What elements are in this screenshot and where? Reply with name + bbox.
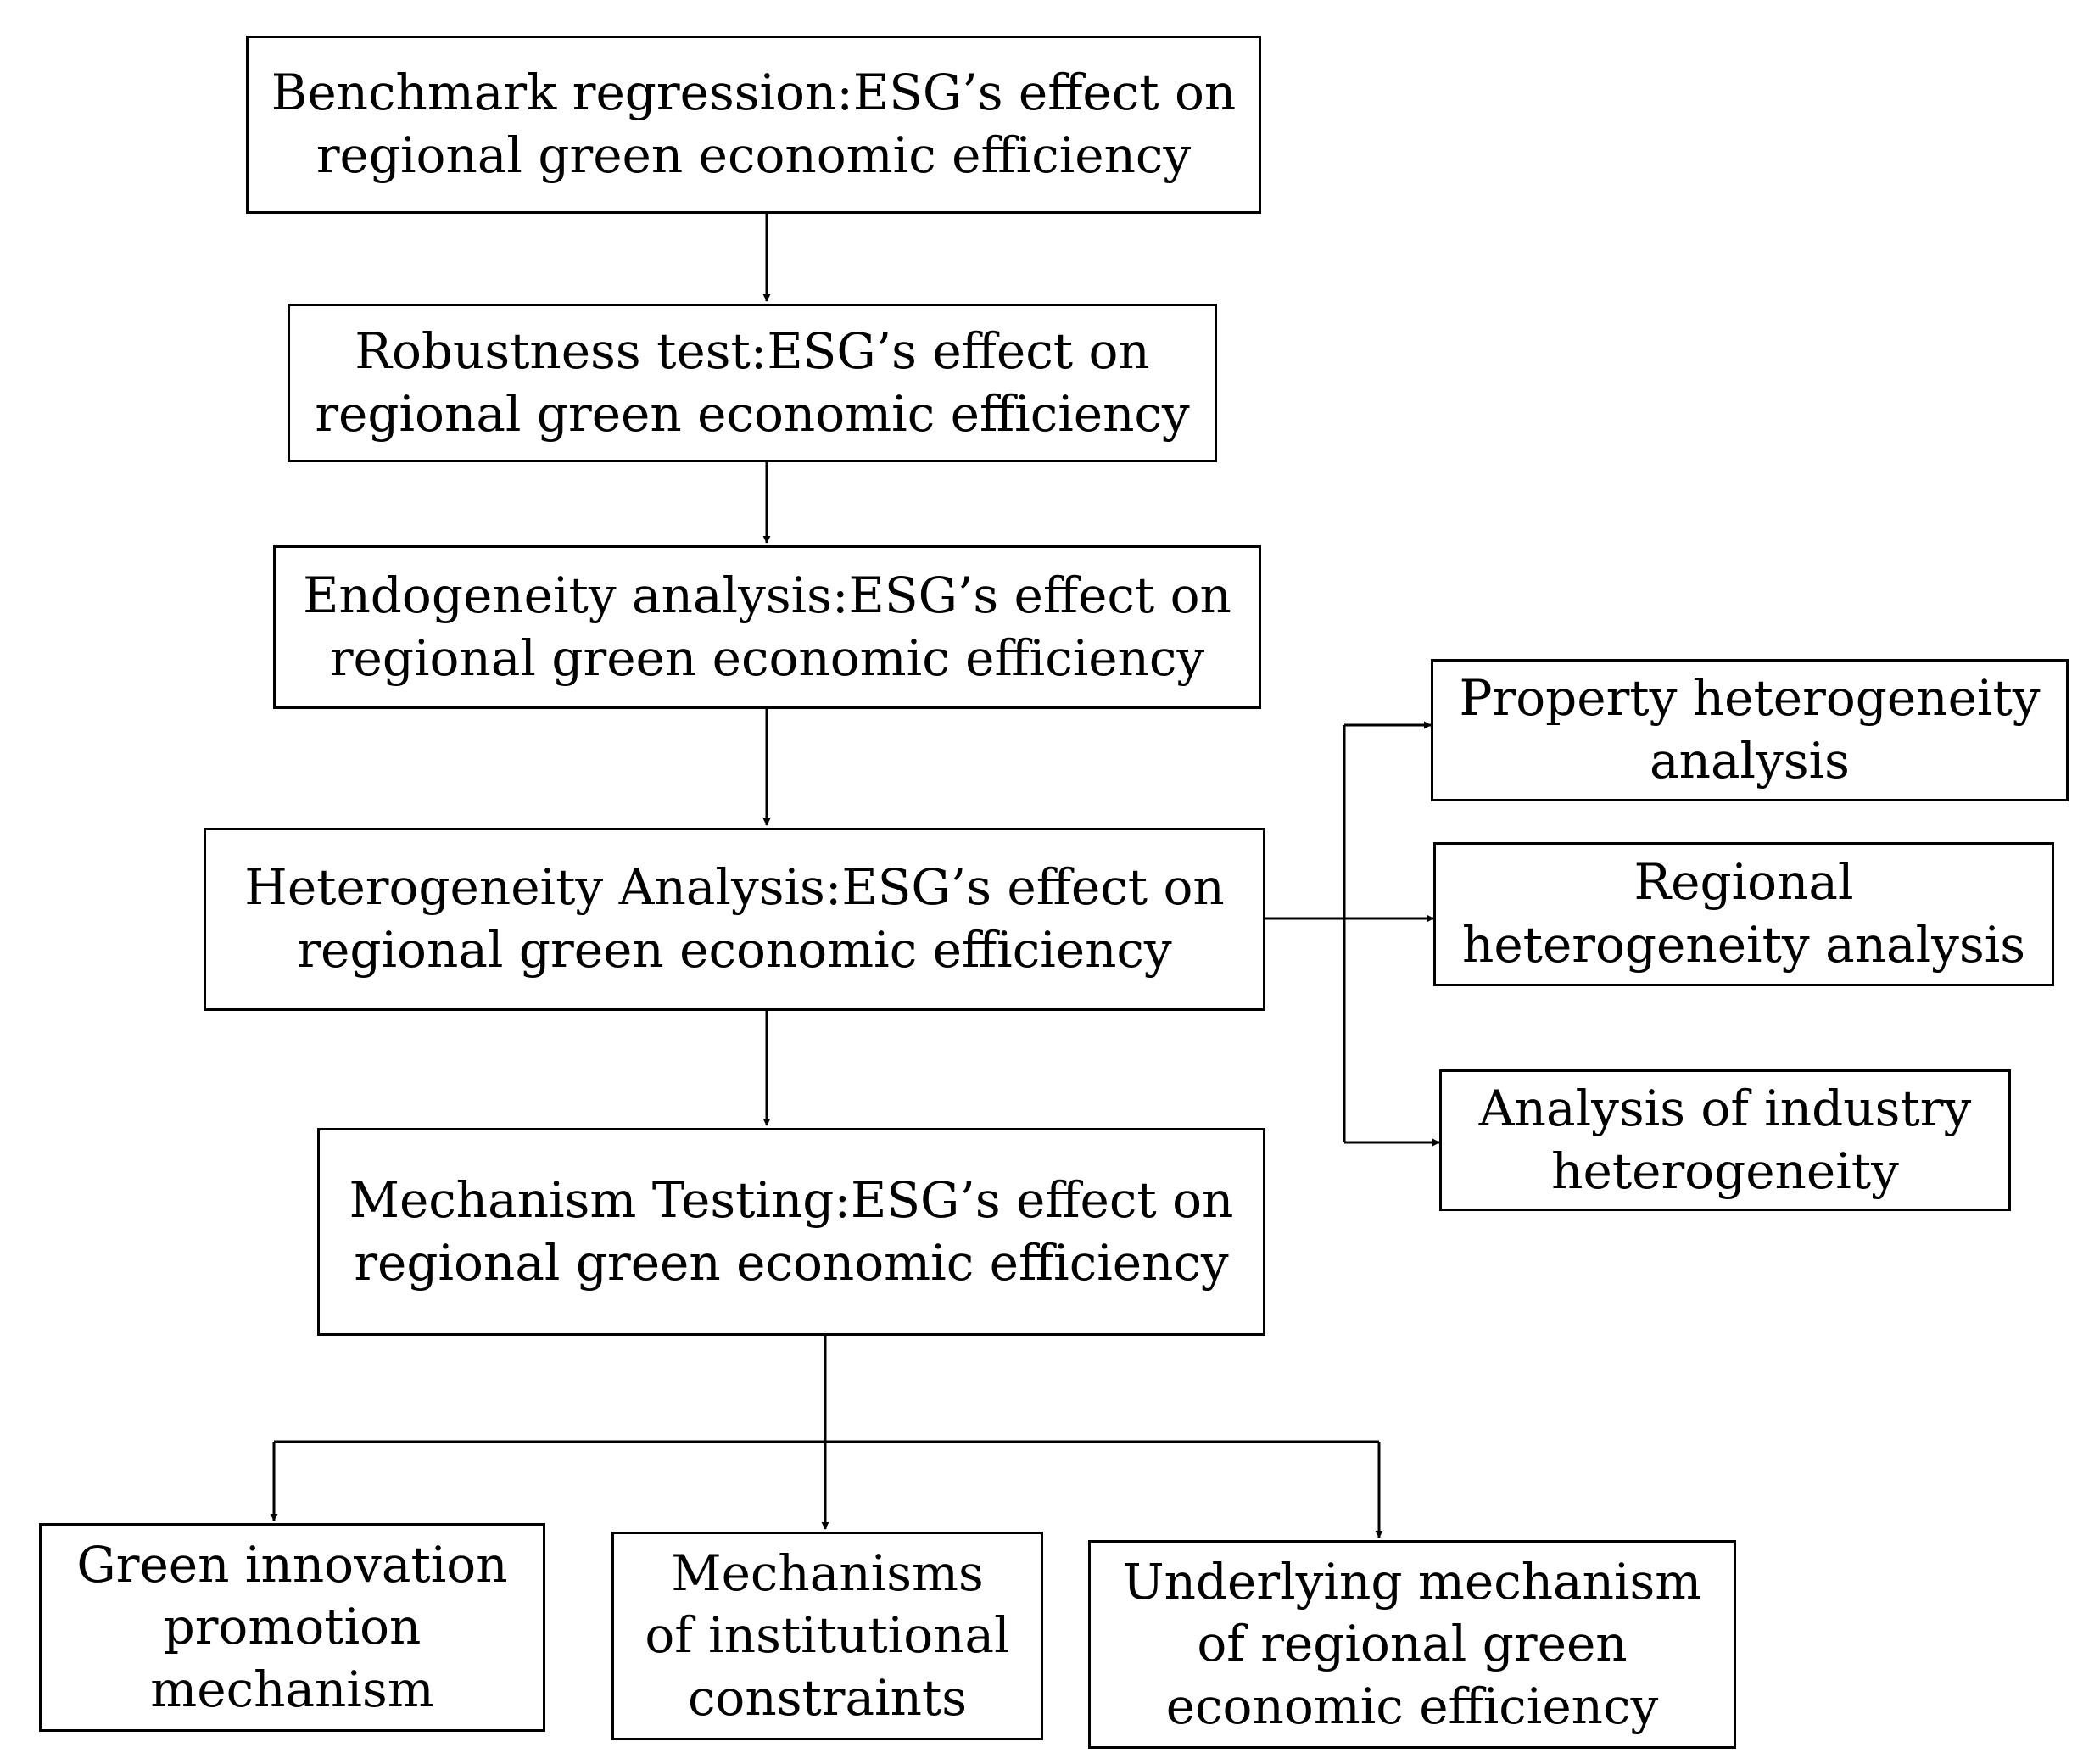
industry-heterogeneity-box: Analysis of industry heterogeneity [1439,1069,2011,1211]
node-text-line: analysis [1650,732,1850,790]
node-text-line: regional green economic efficiency [315,384,1190,443]
regional-heterogeneity-box: Regional heterogeneity analysis [1433,842,2054,986]
green-innovation-box: Green innovation promotion mechanism [39,1523,545,1732]
heterogeneity-analysis-box: Heterogeneity Analysis:ESG’s effect on r… [204,828,1265,1011]
node-text-line: Regional [1633,853,1854,912]
node-text-line: Mechanism Testing:ESG’s effect on [349,1170,1234,1229]
node-text-line: heterogeneity [1551,1142,1899,1200]
node-text-line: mechanism [150,1660,434,1718]
node-text-line: heterogeneity analysis [1461,916,2026,974]
node-text-line: regional green economic efficiency [316,126,1192,184]
benchmark-regression-box: Benchmark regression:ESG’s effect on reg… [246,36,1261,214]
node-text-line: regional green economic efficiency [354,1233,1229,1292]
institutional-constraints-box: Mechanisms of institutional constraints [611,1532,1043,1740]
node-text-line: of institutional [645,1606,1010,1665]
node-text-line: Heterogeneity Analysis:ESG’s effect on [244,858,1225,917]
node-text-line: Analysis of industry [1478,1079,1972,1137]
node-text-line: Benchmark regression:ESG’s effect on [271,64,1237,122]
node-text-line: of regional green [1197,1615,1628,1673]
underlying-mechanism-box: Underlying mechanism of regional green e… [1088,1540,1736,1749]
node-text-line: regional green economic efficiency [329,628,1205,687]
node-text-line: constraints [687,1668,968,1727]
endogeneity-analysis-box: Endogeneity analysis:ESG’s effect on reg… [273,545,1261,709]
node-text-line: Endogeneity analysis:ESG’s effect on [303,566,1231,624]
node-text-line: regional green economic efficiency [297,921,1172,979]
node-text-line: Property heterogeneity [1459,669,2041,728]
property-heterogeneity-box: Property heterogeneity analysis [1431,659,2069,801]
node-text-line: Green innovation [76,1535,508,1594]
node-text-line: Underlying mechanism [1122,1552,1702,1610]
mechanism-testing-box: Mechanism Testing:ESG’s effect on region… [317,1128,1265,1336]
robustness-test-box: Robustness test:ESG’s effect on regional… [288,304,1217,462]
node-text-line: Mechanisms [671,1544,984,1602]
node-text-line: Robustness test:ESG’s effect on [355,321,1150,380]
node-text-line: economic efficiency [1165,1677,1659,1735]
node-text-line: promotion [163,1598,422,1656]
